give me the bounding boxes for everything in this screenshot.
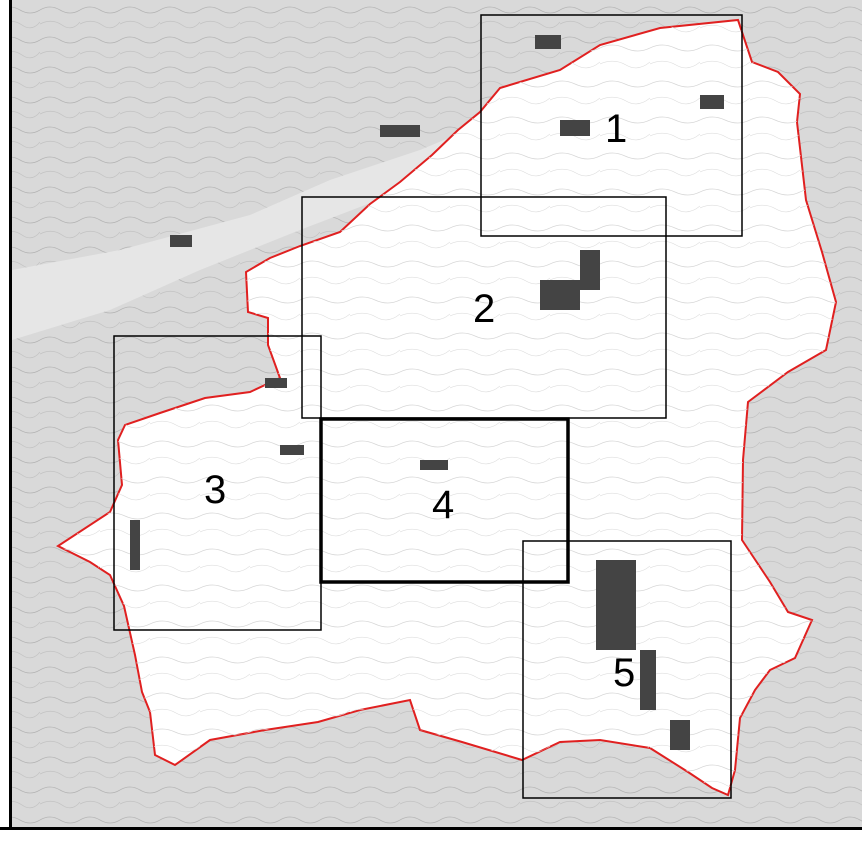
valley-floor — [12, 125, 480, 340]
frame-border-left — [0, 0, 12, 830]
zone-box-5[interactable] — [522, 540, 732, 799]
settlements — [130, 35, 724, 750]
frame-border-bottom — [0, 827, 862, 841]
zone-boxes — [113, 14, 743, 799]
zone-box-1[interactable] — [480, 14, 743, 237]
zone-label-3: 3 — [204, 468, 226, 512]
zone-box-4[interactable] — [319, 417, 570, 584]
zone-label-5: 5 — [613, 651, 635, 695]
zone-label-2: 2 — [473, 287, 495, 331]
zone-label-1: 1 — [605, 107, 627, 151]
study-area-contours — [58, 20, 836, 795]
zone-label-4: 4 — [432, 483, 454, 527]
